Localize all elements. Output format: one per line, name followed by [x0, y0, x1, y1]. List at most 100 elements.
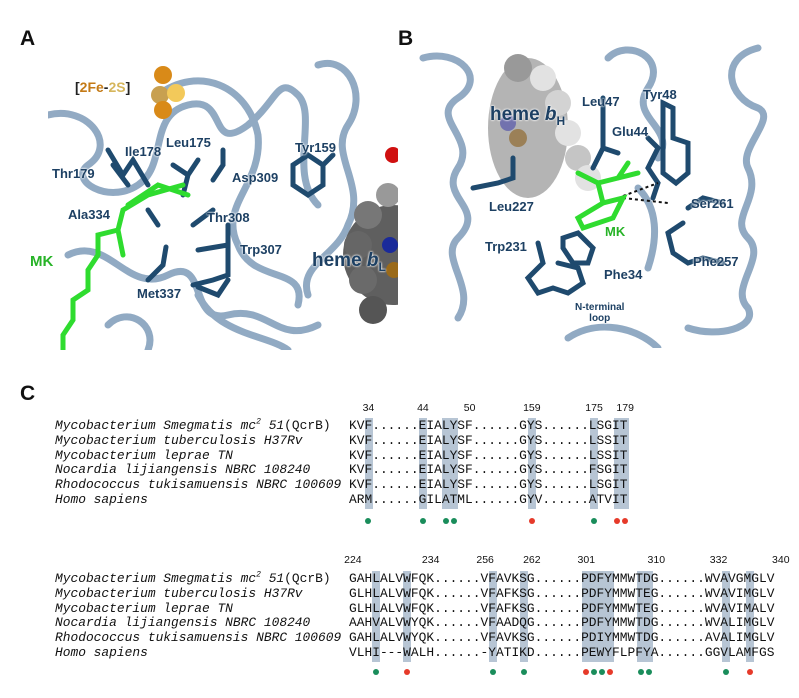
sequence-row: GAHLALVWYQK......VFAVKSG......PDIYMMWTDG…: [349, 630, 775, 646]
species-name-text: Rhodococcus tukisamuensis NBRC 100609: [55, 477, 342, 493]
green-marker-dot: [443, 518, 450, 524]
sequences: KVF......EIALYSF......GYS......LSGIT KVF.…: [349, 418, 628, 508]
residue-number: 179: [616, 402, 634, 414]
species-name: Rhodococcus tukisamuensis NBRC 100609: [55, 630, 342, 646]
species-name: Homo sapiens: [55, 491, 341, 508]
species-name-text: Mycobacterium tuberculosis H37Rv: [55, 432, 303, 448]
heme-bl-label: heme bL: [312, 250, 386, 274]
species-name-text: Nocardia lijiangensis NBRC 108240: [55, 615, 311, 631]
green-marker-dot: [451, 518, 458, 524]
protein-tag: (QcrB): [284, 571, 331, 586]
red-marker-dot: [404, 669, 411, 675]
conserved-column-highlight: [364, 418, 373, 509]
residue-sticks: [470, 95, 726, 296]
species-name-text: Homo sapiens: [55, 491, 148, 507]
conserved-column-highlight: [745, 571, 754, 662]
green-marker-dot: [598, 669, 605, 675]
green-marker-dot: [365, 518, 372, 524]
conserved-column-highlight: [450, 418, 459, 509]
species-name: Mycobacterium Smegmatis mc2 51(QcrB): [55, 570, 341, 587]
species-names: Mycobacterium Smegmatis mc2 51(QcrB)Myco…: [55, 417, 342, 508]
species-name-text: Mycobacterium Smegmatis mc: [55, 571, 257, 586]
green-marker-dot: [723, 669, 730, 675]
panel-c-label: C: [20, 382, 36, 405]
superscript: 2: [256, 417, 261, 427]
residue-number: 224: [344, 554, 362, 566]
heme-bh-label: heme bH: [490, 104, 566, 128]
green-marker-dot: [373, 669, 380, 675]
residue-label: Tyr159: [295, 140, 336, 155]
residue-label: Thr179: [52, 166, 95, 181]
residue-label: Trp231: [485, 239, 527, 254]
red-marker-dot: [528, 518, 535, 524]
green-marker-dot: [645, 669, 652, 675]
species-name: Nocardia lijiangensis NBRC 108240: [55, 615, 341, 631]
red-marker-dot: [606, 669, 613, 675]
residue-label: Thr308: [207, 210, 250, 225]
mk-ligand: [574, 160, 641, 232]
red-marker-dot: [622, 518, 629, 524]
conserved-column-highlight: [442, 418, 451, 509]
species-name: Homo sapiens: [55, 645, 341, 661]
species-name: Rhodococcus tukisamuensis NBRC 100609: [55, 477, 342, 493]
residue-label: Met337: [137, 286, 182, 301]
heme-bh-spheres: [488, 54, 601, 198]
residue-label: Leu175: [166, 135, 211, 150]
conserved-column-highlight: [527, 418, 536, 509]
species-name: Nocardia lijiangensis NBRC 108240: [55, 462, 341, 478]
superscript: 2: [256, 570, 261, 580]
hydrogen-bonds: [622, 182, 669, 204]
residue-number: 262: [523, 554, 541, 566]
sequence-row: AAHVALVWYQK......VFAADQG......PDFYMMWTDG…: [349, 615, 775, 631]
conserved-column-highlight: [590, 571, 599, 662]
residue-label: Leu227: [489, 199, 534, 214]
green-marker-dot: [591, 669, 598, 675]
species-name-text: Mycobacterium leprae TN: [55, 600, 233, 616]
conserved-column-highlight: [419, 418, 428, 509]
residue-label: Trp307: [240, 242, 282, 257]
species-name-text: Rhodococcus tukisamuensis NBRC 100609: [55, 630, 342, 646]
conserved-column-highlight: [621, 418, 630, 509]
conserved-column-highlight: [582, 571, 591, 662]
sequence-row: KVF......EIALYSF......GYS......LSGIT: [349, 477, 628, 493]
conserved-column-highlight: [613, 418, 622, 509]
conserved-column-highlight: [520, 571, 529, 662]
heme-bl-spheres: [343, 147, 398, 324]
strain-suffix: 51: [260, 418, 285, 433]
sequence-row: GLHLALVWFQK......VFAFKSG......PDFYMMWTEG…: [349, 585, 775, 601]
sequence-row: GLHLALVWFQK......VFAFKSG......PDFYMMWTEG…: [349, 600, 775, 616]
green-marker-dot: [637, 669, 644, 675]
sequence-row: GAHLALVWFQK......VFAVKSG......PDFYMMWTDG…: [349, 571, 775, 586]
fe2s2-label: [2Fe-2S]: [75, 79, 131, 95]
conserved-column-highlight: [722, 571, 731, 662]
panel-b-structure: [419, 44, 768, 348]
residue-label: Phe257: [693, 254, 739, 269]
sequence-row: KVF......EIALYSF......GYS......LSSIT: [349, 432, 628, 448]
panel-b-label: B: [398, 27, 414, 50]
species-name: Mycobacterium Smegmatis mc2 51(QcrB): [55, 417, 341, 434]
residue-number: 175: [585, 402, 603, 414]
residue-number: 256: [476, 554, 494, 566]
residue-number: 234: [421, 554, 440, 566]
protein-tag: (QcrB): [284, 418, 331, 433]
conserved-column-highlight: [489, 571, 498, 662]
conserved-column-highlight: [605, 571, 614, 662]
panel-a-label: A: [20, 27, 36, 50]
species-name-text: Mycobacterium leprae TN: [55, 447, 233, 463]
species-name-text: Nocardia lijiangensis NBRC 108240: [55, 462, 311, 478]
residue-label: Ala334: [68, 207, 110, 222]
residue-number: 310: [647, 554, 666, 566]
red-marker-dot: [746, 669, 753, 675]
residue-number: 44: [417, 402, 429, 414]
residue-label: Ser261: [691, 196, 734, 211]
green-marker-dot: [419, 518, 426, 524]
residue-label: Glu44: [612, 124, 649, 139]
panel-a-structure: [48, 59, 398, 350]
residue-sticks: [105, 147, 336, 299]
residue-number: 332: [709, 554, 728, 566]
species-name: Mycobacterium tuberculosis H37Rv: [55, 432, 341, 449]
residue-number: 50: [463, 402, 476, 414]
residue-label: Tyr48: [643, 87, 677, 102]
